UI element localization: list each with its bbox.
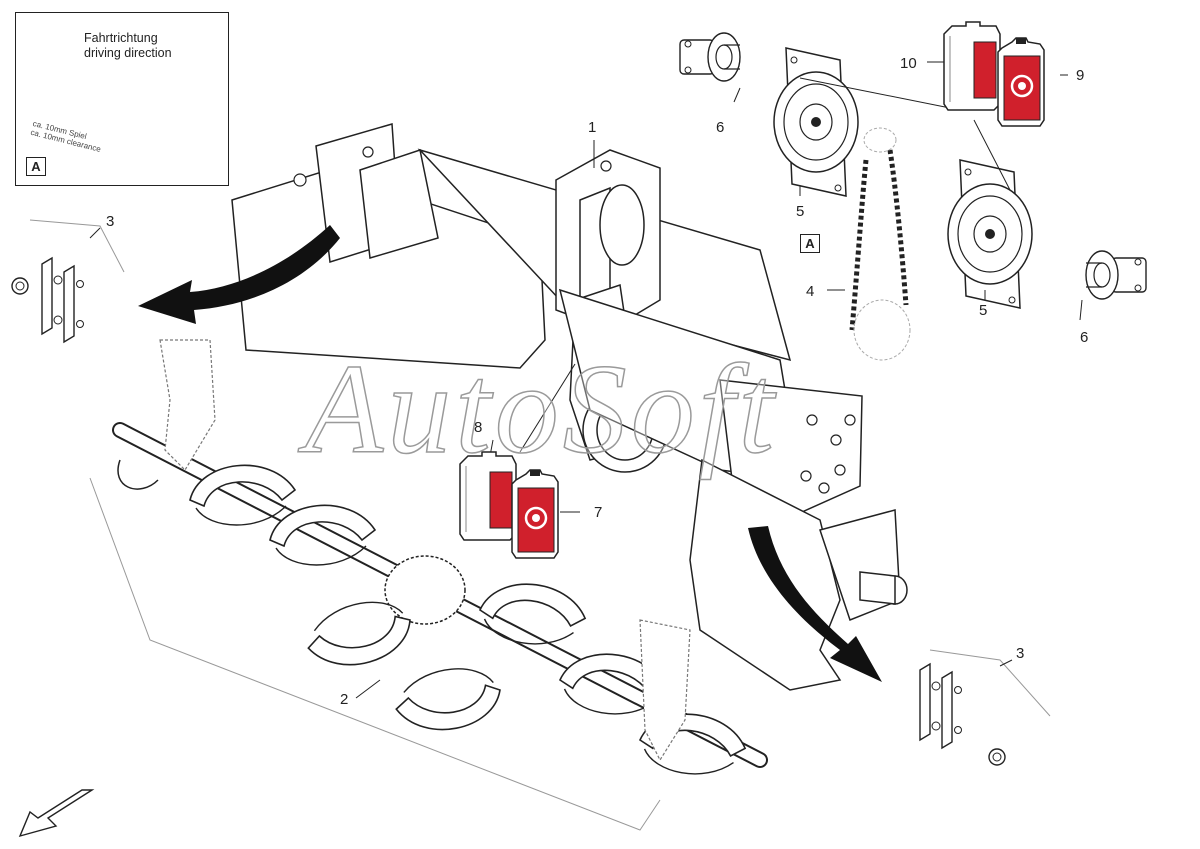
callout-oil-large-center: 8 bbox=[474, 419, 483, 436]
motor-right bbox=[1085, 250, 1147, 300]
oil-can-small-center bbox=[510, 468, 560, 560]
callout-oil-small-center: 7 bbox=[594, 504, 603, 521]
callout-chain: 4 bbox=[806, 283, 815, 300]
callout-auger: 2 bbox=[340, 691, 349, 708]
main-frame bbox=[231, 123, 908, 691]
callout-bracket-right: 3 bbox=[1016, 645, 1025, 662]
oil-can-large-top bbox=[943, 21, 1001, 111]
callout-motor-right: 6 bbox=[1080, 329, 1089, 346]
callout-oil-small-top: 9 bbox=[1076, 67, 1085, 84]
oil-can-small-top bbox=[996, 36, 1046, 128]
auger-assembly bbox=[112, 339, 768, 784]
direction-arrow-outline bbox=[18, 789, 95, 838]
bracket-right-set bbox=[919, 663, 1006, 766]
chain bbox=[849, 127, 911, 361]
callout-frame: 1 bbox=[588, 119, 597, 136]
detail-reference-label: A bbox=[800, 234, 820, 253]
bracket-left-set bbox=[11, 257, 85, 343]
motor-top bbox=[679, 32, 741, 82]
oil-can-large-center bbox=[459, 451, 517, 541]
inset-direction-de: Fahrtrichtung bbox=[84, 31, 158, 45]
callout-oil-large-top: 10 bbox=[900, 55, 917, 72]
inset-detail-box: Fahrtrichtung driving direction ca. 10mm… bbox=[15, 12, 229, 186]
callout-gearbox-right: 5 bbox=[979, 302, 988, 319]
inset-direction-en: driving direction bbox=[84, 46, 172, 60]
gearbox-top bbox=[773, 47, 859, 197]
frame-detail-holes bbox=[293, 146, 856, 494]
callout-motor-top: 6 bbox=[716, 119, 725, 136]
callout-bracket-left: 3 bbox=[106, 213, 115, 230]
gearbox-right bbox=[947, 159, 1033, 309]
inset-clearance-note: ca. 10mm Spiel ca. 10mm clearance bbox=[30, 119, 104, 154]
callout-gearbox-top: 5 bbox=[796, 203, 805, 220]
inset-detail-label: A bbox=[26, 157, 46, 176]
rotation-arrows bbox=[138, 225, 882, 682]
